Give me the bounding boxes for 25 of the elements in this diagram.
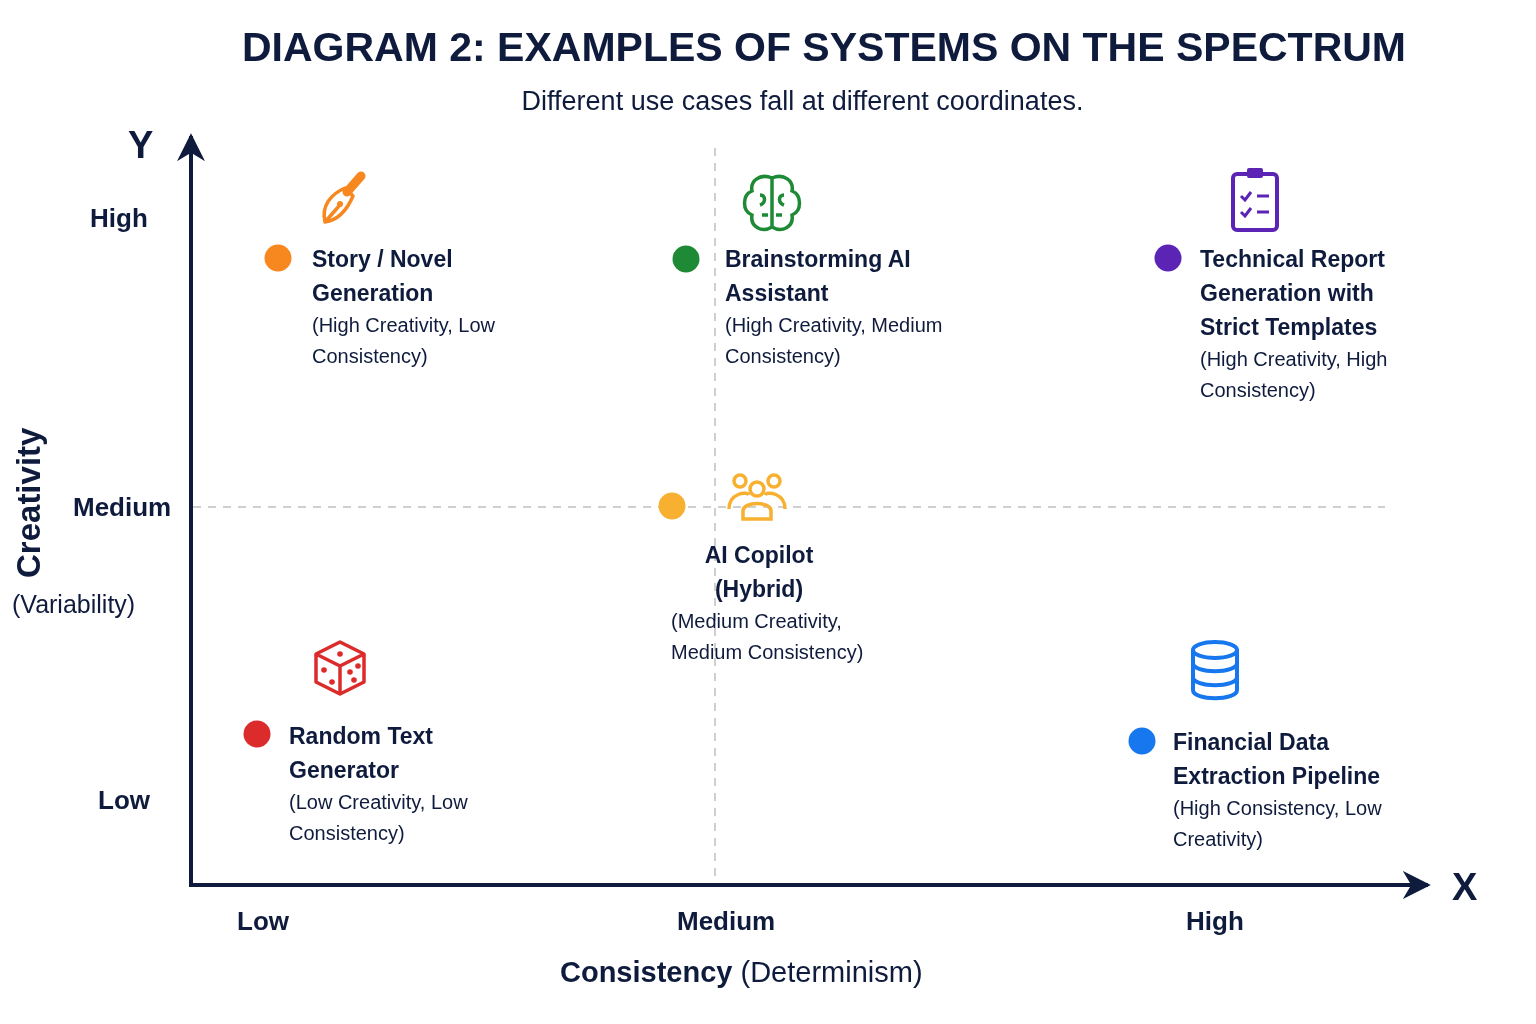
axis-title: Consistency (Determinism) <box>560 956 923 989</box>
axis-letter: X <box>1452 866 1478 909</box>
title: DIAGRAM 2: EXAMPLES OF SYSTEMS ON THE SPECTRUM <box>240 24 1407 71</box>
point-label: Story / Novel Generation <box>312 245 454 308</box>
point-label: Technical Report Generation with Strict Templates <box>1200 245 1386 342</box>
point-label: Financial Data Extraction Pipeline <box>1173 728 1382 791</box>
point-label: Random Text Generator <box>289 722 434 785</box>
point-label: Brainstorming AI Assistant <box>725 245 912 308</box>
tick-label: Medium <box>677 906 776 937</box>
point-label: AI Copilot (Hybrid) <box>703 541 815 604</box>
tick-label: High <box>1186 906 1244 937</box>
tick-label: Low <box>237 906 289 937</box>
point-description: (Low Creativity, Low Consistency) <box>289 790 469 846</box>
axis-title: Creativity <box>10 427 48 578</box>
point-description: (High Creativity, Low Consistency) <box>312 313 497 369</box>
subtitle: Different use cases fall at different coordinates. <box>520 86 1085 117</box>
tick-label: Medium <box>73 492 172 523</box>
point-description: (Medium Creativity, Medium Consistency) <box>671 609 865 665</box>
point-description: (High Creativity, Medium Consistency) <box>725 313 944 369</box>
tick-label: Low <box>98 785 150 816</box>
axis-subtitle: (Variability) <box>12 590 136 619</box>
point-description: (High Consistency, Low Creativity) <box>1173 796 1383 852</box>
tick-label: High <box>90 203 148 234</box>
axis-letter: Y <box>128 124 154 167</box>
point-description: (High Creativity, High Consistency) <box>1200 347 1389 403</box>
